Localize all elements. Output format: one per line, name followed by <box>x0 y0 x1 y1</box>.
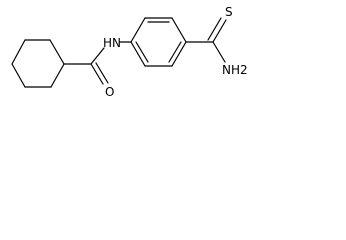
amide-nh-label: HN <box>103 36 121 50</box>
thiocarbonyl-double-bond <box>207 17 227 43</box>
carbonyl-double-bond <box>90 62 109 85</box>
chemical-structure-diagram: HN O S NH2 <box>11 5 248 99</box>
thioamide-nh2-label: NH2 <box>222 63 248 77</box>
carbonyl-nh-bond <box>90 47 105 65</box>
benzene-ring <box>130 17 187 67</box>
thio-sulfur-label: S <box>225 5 233 19</box>
thioamide-nh2-bond <box>212 41 226 63</box>
cyclohexane-ring <box>11 39 65 88</box>
amide-oxygen-label: O <box>105 85 114 99</box>
